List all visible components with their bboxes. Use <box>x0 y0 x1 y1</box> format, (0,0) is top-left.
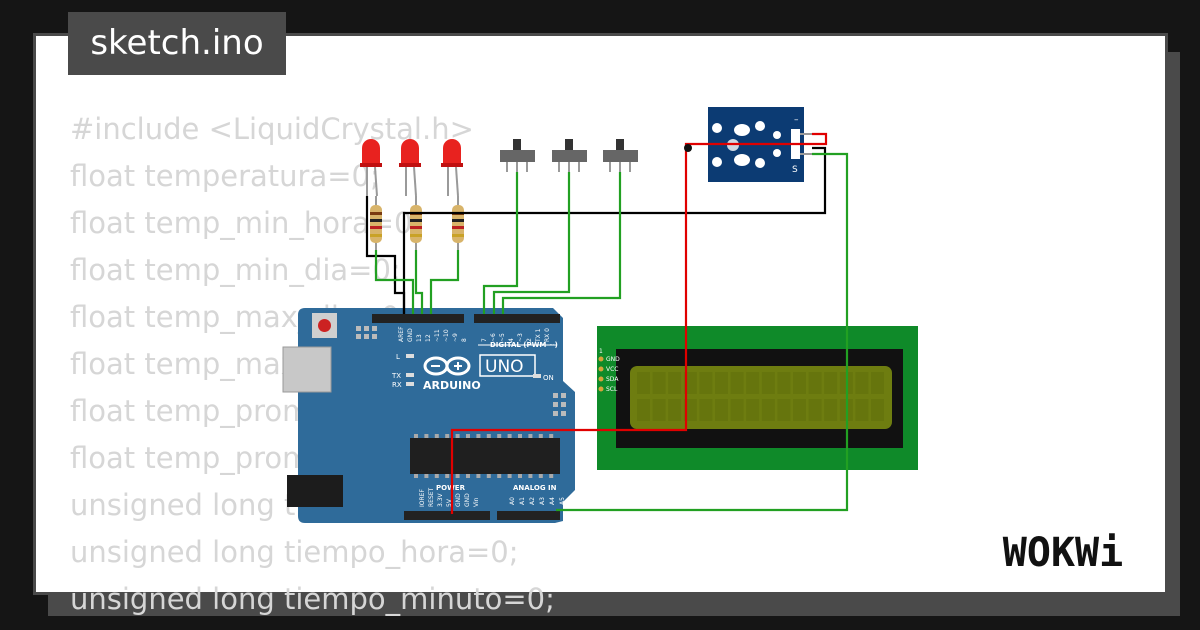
analog-header <box>497 511 560 520</box>
wire-sw1-d7 <box>482 172 519 314</box>
slide-switch-1[interactable] <box>500 139 535 172</box>
power-pin-label: RESET <box>428 487 435 507</box>
lcd-pin1-label: 1 <box>599 348 603 355</box>
analog-pin-label: A3 <box>539 497 546 505</box>
wire-r1-d13 <box>374 250 415 314</box>
digital-pin-label: RX 0 <box>544 328 551 342</box>
code-line: unsigned long tiempo_hora=0; <box>70 535 519 569</box>
digital-pin-label: 13 <box>416 334 423 342</box>
usb-port <box>282 346 332 393</box>
project-card: #include <LiquidCrystal.h> float tempera… <box>33 33 1168 616</box>
brand-label: ARDUINO <box>423 379 481 392</box>
file-title-badge: sketch.ino <box>68 12 286 75</box>
wire-sw3-d5 <box>501 172 622 314</box>
slide-switch-3[interactable] <box>603 139 638 172</box>
power-pin-label: Vin <box>473 497 480 507</box>
reset-button-cap[interactable] <box>318 319 331 332</box>
digital-pin-label: TX 1 <box>535 328 542 343</box>
power-title-label: POWER <box>436 484 466 492</box>
power-jack <box>287 475 343 507</box>
lcd-pin-sda: SDA <box>606 376 619 383</box>
code-line: #include <LiquidCrystal.h> <box>70 112 474 146</box>
digital-pin-label: ~10 <box>443 329 450 342</box>
led-l-label: L <box>396 353 400 361</box>
wire-gnd-sensor <box>402 146 827 314</box>
code-line: float temperatura=0; <box>70 159 380 193</box>
wire-r3-d11 <box>429 250 460 314</box>
analog-pin-label: A1 <box>519 497 526 505</box>
analog-pin-label: A2 <box>529 497 536 505</box>
wire-sw2-d6 <box>492 172 571 314</box>
power-pin-label: IOREF <box>419 489 426 507</box>
on-led-label: ON <box>543 374 554 382</box>
led-1[interactable] <box>360 139 382 197</box>
digital-pin-label: ~9 <box>452 333 459 342</box>
led-2[interactable] <box>399 139 421 197</box>
model-label: UNO <box>485 357 524 377</box>
sensor-s-label: S <box>792 165 798 175</box>
wire-sensor-a5 <box>556 152 849 512</box>
digital-pin-label: AREF <box>398 326 405 342</box>
wire-5v-sensor <box>450 132 828 514</box>
lcd-pin-vcc: VCC <box>606 366 618 373</box>
analog-pin-label: A4 <box>549 497 556 505</box>
slide-switch-2[interactable] <box>552 139 587 172</box>
digital-pin-label: 4 <box>508 338 515 342</box>
digital-pin-label: ~5 <box>499 333 506 342</box>
power-header <box>404 511 490 520</box>
resistor-1[interactable] <box>370 196 382 250</box>
power-pin-label: 3.3V <box>437 492 444 507</box>
power-pin-label: 5V <box>446 498 453 507</box>
wokwi-logo-text: WOKWi <box>1003 530 1123 576</box>
digital-pwm-label: DIGITAL (PWM ~) <box>490 341 558 349</box>
resistor-3[interactable] <box>452 196 464 250</box>
arduino-infinity-logo <box>423 356 471 376</box>
lcd-1602-i2c[interactable]: 1 GND VCC SDA SCL <box>597 326 918 470</box>
analog-title-label: ANALOG IN <box>513 484 557 492</box>
analog-pin-label: A5 <box>559 497 566 505</box>
digital-header-right <box>474 314 560 323</box>
digital-pin-label: ~3 <box>517 333 524 342</box>
sensor-minus-label: – <box>794 115 799 125</box>
wire-r2-d12 <box>414 250 424 314</box>
power-pin-label: GND <box>455 493 462 507</box>
digital-header-left <box>372 314 464 323</box>
resistor-2[interactable] <box>410 196 422 250</box>
led-3[interactable] <box>441 139 463 197</box>
wires <box>365 132 849 514</box>
analog-pin-label: A0 <box>509 497 516 505</box>
digital-pin-label: ~6 <box>490 333 497 342</box>
code-line: float temp_min_dia=0; <box>70 253 401 287</box>
digital-pin-label: GND <box>407 328 414 342</box>
code-line: unsigned long tiempo_minuto=0; <box>70 582 555 616</box>
lcd-pin-scl: SCL <box>606 386 618 393</box>
atmega-chip <box>410 438 560 474</box>
digital-pin-label: 12 <box>425 334 432 342</box>
digital-pin-label: 2 <box>526 338 533 342</box>
power-pin-label: GND <box>464 493 471 507</box>
led-rx-label: RX <box>392 381 402 389</box>
led-tx-label: TX <box>391 372 401 380</box>
lcd-pin-gnd: GND <box>606 356 620 363</box>
digital-pin-label: 8 <box>461 338 468 342</box>
digital-pin-label: ~11 <box>434 329 441 342</box>
digital-pin-label: 7 <box>481 338 488 342</box>
wokwi-logo: WOKWi <box>976 528 1150 576</box>
